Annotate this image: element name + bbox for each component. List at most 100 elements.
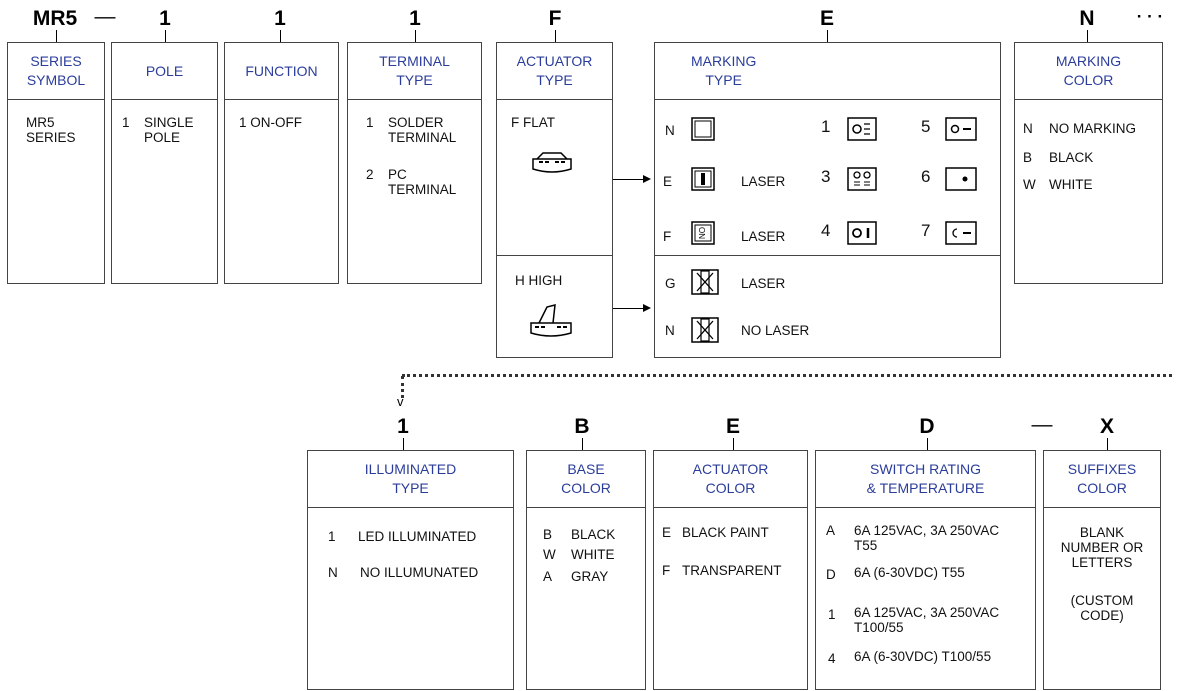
tick-actuator [555, 30, 556, 42]
suffix-body: BLANK NUMBER OR LETTERS [1060, 525, 1144, 570]
rating-text-a: 6A 125VAC, 3A 250VAC T55 [854, 523, 1000, 553]
code-dash: — [94, 5, 116, 28]
tick-rating [927, 438, 928, 450]
power-dash-marking-icon [945, 221, 977, 245]
rating-text-4: 6A (6-30VDC) T100/55 [854, 649, 992, 664]
marking-label-e: LASER [741, 174, 786, 189]
marking-header: MARKING TYPE [655, 43, 1000, 100]
code-suffix: X [1099, 415, 1114, 438]
continuation-arrow-icon: v [397, 394, 404, 409]
marking-variant-6: 6 [921, 167, 931, 186]
code-terminal: 1 [409, 7, 421, 30]
on-off-text-icon [847, 117, 877, 141]
base-color-text-a: GRAY [571, 569, 609, 584]
continuation-dots-vertical [401, 376, 404, 398]
rating-text-d: 6A (6-30VDC) T55 [854, 565, 965, 580]
dot-marking-icon [945, 167, 977, 191]
suffix-header: SUFFIXES COLOR [1044, 451, 1160, 508]
marking-label-f: LASER [741, 229, 786, 244]
pole-text: SINGLE POLE [144, 115, 194, 145]
pole-header: POLE [112, 43, 217, 100]
marking-code-e: E [663, 174, 673, 189]
base-color-code-w: W [543, 547, 556, 562]
illuminated-code-n: N [328, 565, 338, 580]
arrowhead-high [643, 304, 651, 312]
code-marking-color: N [1079, 7, 1095, 30]
arrowhead-flat [643, 175, 651, 183]
high-actuator-icon [530, 304, 572, 337]
rating-code-1: 1 [828, 607, 836, 622]
rating-code-a: A [826, 523, 836, 538]
marking-code-g: G [665, 276, 676, 291]
o-i-marking-icon [847, 221, 877, 245]
tick-marking [827, 30, 828, 42]
marking-variant-3: 3 [821, 167, 831, 186]
on-marking-icon: ON [691, 221, 715, 245]
arrow-high-to-marking [613, 308, 643, 309]
double-symbol-icon [847, 167, 877, 191]
tick-base-color [582, 438, 583, 450]
function-box: FUNCTION 1 ON-OFF [224, 42, 339, 284]
marking-color-box: MARKING COLOR N NO MARKING B BLACK W WHI… [1014, 42, 1163, 284]
svg-text:ON: ON [697, 227, 706, 239]
illuminated-code-1: 1 [328, 529, 336, 544]
tick-terminal [415, 30, 416, 42]
code-dash-2: — [1031, 413, 1053, 436]
bar-marking-icon [691, 167, 715, 191]
code-base-color: B [574, 415, 590, 438]
base-color-text-w: WHITE [571, 547, 615, 562]
marking-color-text-b: BLACK [1049, 150, 1094, 165]
base-color-text-b: BLACK [571, 527, 616, 542]
illuminated-text-1: LED ILLUMINATED [358, 529, 477, 544]
code-ellipsis: · · · [1136, 7, 1164, 26]
illuminated-text-n: NO ILLUMUNATED [360, 565, 479, 580]
marking-label-g: LASER [741, 276, 786, 291]
marking-variant-1: 1 [821, 117, 831, 136]
rating-code-4: 4 [828, 651, 836, 666]
base-color-code-b: B [543, 527, 553, 542]
marking-color-header: MARKING COLOR [1015, 43, 1162, 100]
actuator-color-header: ACTUATOR COLOR [654, 451, 807, 508]
marking-label-n2: NO LASER [741, 323, 810, 338]
tick-series [56, 30, 57, 42]
code-series: MR5 [32, 7, 78, 30]
terminal-text-2: PC TERMINAL [388, 167, 457, 197]
base-color-code-a: A [543, 569, 553, 584]
function-text: 1 ON-OFF [239, 115, 302, 130]
marking-code-n: N [665, 123, 675, 138]
tick-illuminated [403, 438, 404, 450]
actuator-color-code-f: F [662, 563, 671, 578]
illuminated-header: ILLUMINATED TYPE [308, 451, 513, 508]
suffix-custom: (CUSTOM CODE) [1070, 593, 1134, 623]
terminal-header: TERMINAL TYPE [348, 43, 481, 100]
marking-color-code-n: N [1023, 121, 1033, 136]
pole-num: 1 [122, 115, 130, 130]
continuation-dots-horizontal [402, 374, 1172, 377]
terminal-text-1: SOLDER TERMINAL [388, 115, 457, 145]
marking-code-n2: N [665, 323, 675, 338]
series-body: MR5 SERIES [26, 115, 76, 145]
arrow-flat-to-marking [613, 179, 643, 180]
actuator-header: ACTUATOR TYPE [497, 43, 612, 100]
actuator-color-box: ACTUATOR COLOR E BLACK PAINT F TRANSPARE… [653, 450, 808, 690]
marking-box: MARKING TYPE N E LASER F ON LASER 1 3 4 [654, 42, 1001, 358]
rating-code-d: D [826, 567, 836, 582]
actuator-color-code-e: E [662, 525, 672, 540]
blank-marking-icon [691, 117, 715, 141]
tick-marking-color [1087, 30, 1088, 42]
o-dash-marking-icon [945, 117, 977, 141]
marking-color-code-w: W [1023, 177, 1036, 192]
marking-code-f: F [663, 229, 672, 244]
code-actuator: F [548, 7, 562, 30]
code-illuminated: 1 [397, 415, 409, 438]
series-box: SERIES SYMBOL MR5 SERIES [7, 42, 105, 284]
flat-actuator-icon [532, 152, 572, 173]
code-marking: E [819, 7, 834, 30]
terminal-num-2: 2 [366, 167, 374, 182]
tick-pole [165, 30, 166, 42]
terminal-num-1: 1 [366, 115, 374, 130]
marking-variant-4: 4 [821, 221, 831, 240]
actuator-high: H HIGH [515, 273, 563, 288]
base-color-box: BASE COLOR B BLACK W WHITE A GRAY [526, 450, 646, 690]
rating-box: SWITCH RATING & TEMPERATURE A 6A 125VAC,… [815, 450, 1036, 690]
